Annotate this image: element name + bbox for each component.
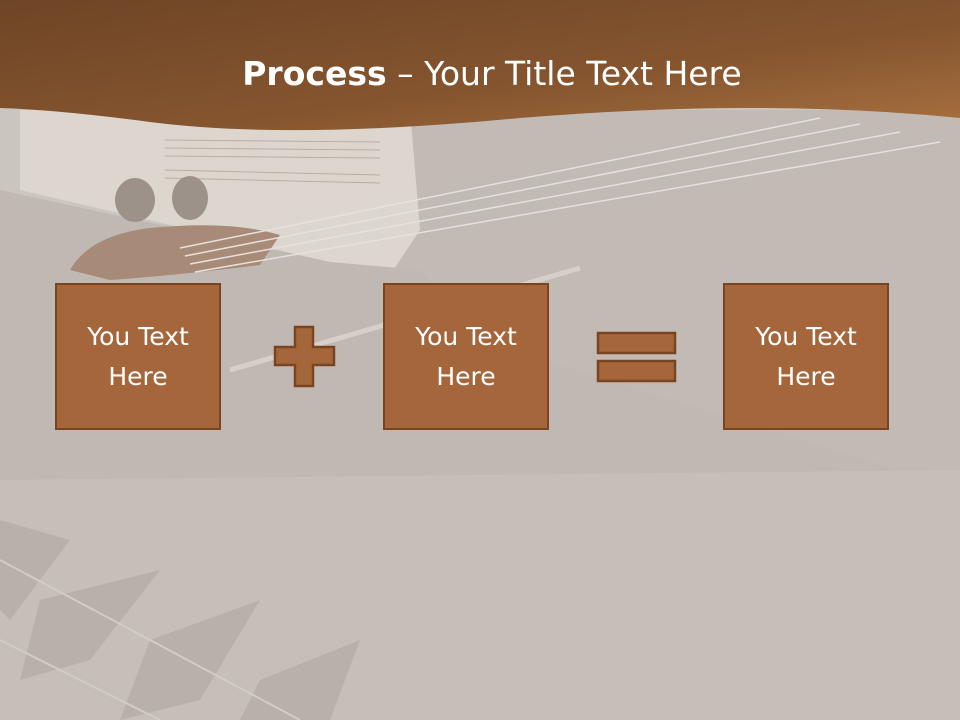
equals-icon — [596, 331, 677, 383]
slide-title: Process – Your Title Text Here — [0, 52, 960, 96]
title-bold: Process — [242, 54, 387, 93]
process-box-1-text: You Text Here — [87, 321, 189, 391]
process-box-3[interactable]: You Text Here — [723, 283, 889, 430]
process-box-2[interactable]: You Text Here — [383, 283, 549, 430]
process-box-3-text: You Text Here — [755, 321, 857, 391]
process-box-1[interactable]: You Text Here — [55, 283, 221, 430]
title-band — [0, 0, 960, 131]
title-rest: – Your Title Text Here — [386, 54, 742, 93]
process-box-2-text: You Text Here — [415, 321, 517, 391]
plus-icon — [273, 325, 336, 388]
